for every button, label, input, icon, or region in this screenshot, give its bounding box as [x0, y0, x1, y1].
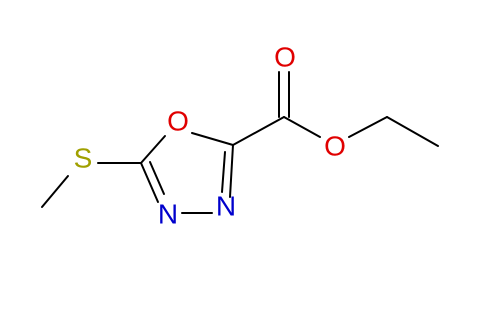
bond-c5-n4	[140, 162, 159, 203]
bond-n3-c2-double	[221, 151, 226, 193]
bond-ring-o-c2	[191, 132, 234, 146]
bond-ester-o-ch2	[348, 116, 388, 138]
bond-c2-carbonyl-c	[232, 116, 285, 146]
bond-methyl-s	[41, 175, 69, 208]
bond-c5-ring-o	[140, 135, 166, 164]
atom-ring-oxygen: O	[167, 105, 189, 136]
atom-ester-oxygen: O	[324, 130, 346, 161]
bond-c5-n4-double	[149, 161, 165, 195]
bond-carbonyl-c-ester-o	[283, 116, 321, 138]
atom-nitrogen-left: N	[158, 198, 178, 229]
atom-sulfur: S	[74, 142, 93, 173]
atom-nitrogen-right: N	[216, 190, 236, 221]
bond-ch2-ch3	[386, 116, 439, 147]
atom-carbonyl-oxygen: O	[274, 41, 296, 72]
bond-n3-c2	[229, 144, 234, 198]
